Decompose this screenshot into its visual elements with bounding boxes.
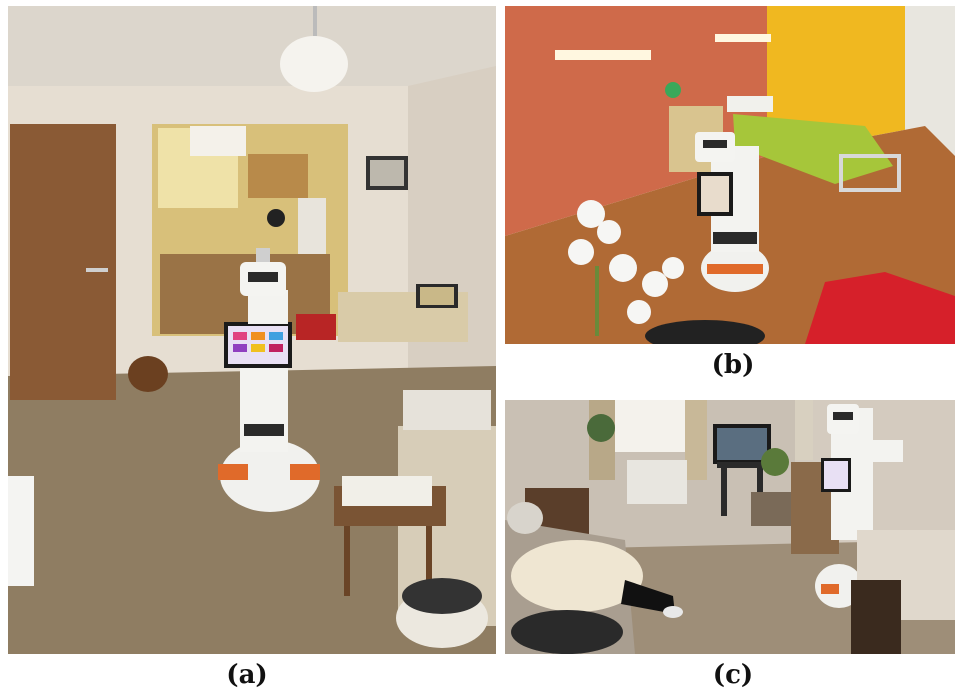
orchid-flower xyxy=(597,220,621,244)
robot-equipment xyxy=(865,440,903,462)
orchid-flower xyxy=(609,254,637,282)
wall-clock xyxy=(267,209,285,227)
robot-light-band xyxy=(821,584,839,594)
robot-b xyxy=(695,132,769,292)
robot-face-visor xyxy=(703,140,727,148)
pouf-top xyxy=(402,578,482,614)
robot-waist xyxy=(244,424,284,436)
table-leg xyxy=(426,526,432,596)
ceiling-lamp xyxy=(280,36,348,92)
caption-c: (c) xyxy=(712,660,754,690)
cushion xyxy=(403,390,491,430)
curtain xyxy=(685,400,707,480)
ceiling xyxy=(8,6,496,96)
lamp-cord xyxy=(313,6,317,36)
robot-torso xyxy=(240,362,288,452)
orchid-flower xyxy=(568,239,594,265)
robot-light-band xyxy=(218,464,248,480)
house-plant xyxy=(587,414,615,442)
robot-waist xyxy=(713,232,757,244)
app-tile xyxy=(233,332,247,340)
tv-stand-leg xyxy=(721,468,727,516)
app-tile xyxy=(269,344,283,352)
wall-light xyxy=(555,50,651,60)
elderly-person xyxy=(507,502,683,618)
sitting-room-photo xyxy=(505,400,955,654)
robot-camera xyxy=(256,248,270,262)
wall-light xyxy=(715,34,771,42)
robot-c xyxy=(815,404,903,608)
person-shoe xyxy=(663,606,683,618)
house-plant xyxy=(761,448,789,476)
red-armchair xyxy=(805,272,955,344)
orchid-flower xyxy=(577,200,605,228)
bed-frame xyxy=(839,154,901,192)
elephant-statue xyxy=(128,356,168,392)
photo-panel-c xyxy=(505,400,955,654)
door-handle xyxy=(86,268,108,272)
person-legs xyxy=(621,580,675,614)
app-tile xyxy=(233,344,247,352)
lamp xyxy=(665,82,681,98)
robot-face-visor xyxy=(248,272,278,282)
basket xyxy=(751,492,791,526)
picture-frame-image xyxy=(370,160,404,186)
robot-base xyxy=(220,440,320,512)
app-tile xyxy=(251,344,265,352)
robot-tablet-screen xyxy=(824,461,848,489)
caption-a: (a) xyxy=(226,660,268,690)
window xyxy=(613,400,689,452)
door xyxy=(905,6,955,156)
tv-stand xyxy=(717,462,771,468)
bed-blanket xyxy=(733,114,893,184)
radiator xyxy=(627,460,687,504)
photo-panel-b xyxy=(505,6,955,344)
person-head xyxy=(507,502,543,534)
curtain xyxy=(795,400,813,460)
bed-pillow xyxy=(727,96,773,112)
photo-panel-a xyxy=(8,6,496,654)
round-table xyxy=(645,320,765,344)
orchid-flower xyxy=(642,271,668,297)
caption-b: (b) xyxy=(711,350,755,380)
robot-light-band xyxy=(707,264,763,274)
living-room-photo xyxy=(8,6,496,654)
wooden-door xyxy=(10,124,116,400)
kitchen-cabinet xyxy=(248,154,308,198)
orchid-stem xyxy=(595,266,599,336)
white-cabinet xyxy=(8,476,34,586)
robot-face-visor xyxy=(833,412,853,420)
range-hood xyxy=(190,126,246,156)
television-screen xyxy=(717,428,767,460)
robot-tablet-screen xyxy=(701,176,729,212)
robot-a xyxy=(218,248,320,512)
orchid-flower xyxy=(662,257,684,279)
stack-of-papers xyxy=(342,476,432,506)
laptop-screen xyxy=(420,287,454,305)
orange-wall xyxy=(505,6,767,236)
orchid-flower xyxy=(627,300,651,324)
robot-light-band xyxy=(290,464,320,480)
app-tile xyxy=(251,332,265,340)
table-leg xyxy=(344,526,350,596)
wooden-chair xyxy=(851,580,901,654)
app-tile xyxy=(269,332,283,340)
bedroom-photo xyxy=(505,6,955,344)
person-sweater xyxy=(511,540,643,612)
red-chair xyxy=(296,314,336,340)
carpet-floor xyxy=(8,366,496,654)
patterned-cushion xyxy=(511,610,623,654)
yellow-wall xyxy=(767,6,925,156)
orchid-plant xyxy=(568,200,684,336)
oven xyxy=(298,198,326,254)
